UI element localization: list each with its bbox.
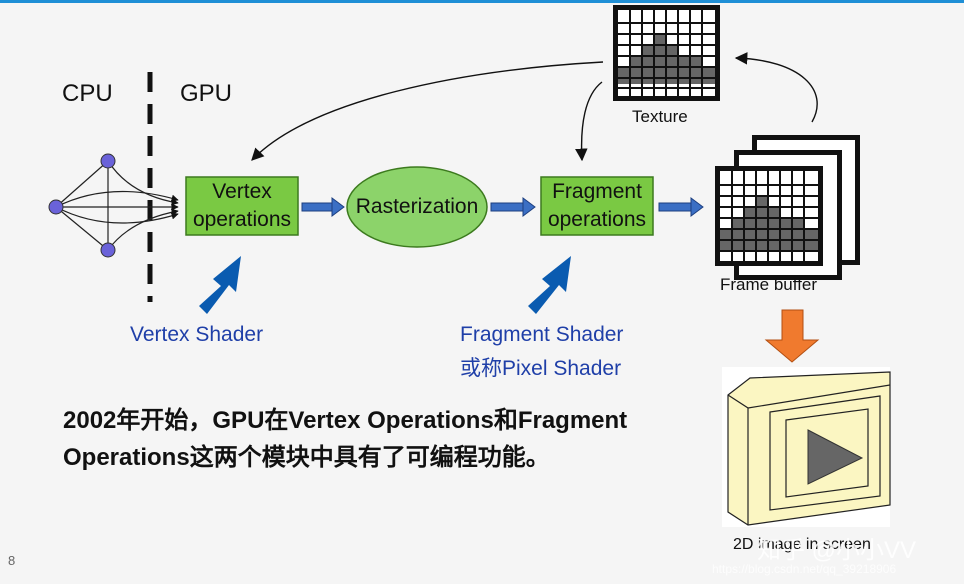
cpu-label: CPU bbox=[62, 80, 113, 107]
fragment-shader-arrow bbox=[528, 256, 571, 314]
rasterization-ellipse bbox=[346, 166, 488, 248]
top-accent-bar bbox=[0, 0, 964, 3]
pixel-shader-label: 或称Pixel Shader bbox=[460, 357, 622, 380]
vertex-shader-arrow bbox=[199, 256, 241, 314]
fragment-shader-label: Fragment Shader bbox=[460, 323, 624, 346]
fragment-operations-label: Fragment operations bbox=[547, 180, 647, 231]
cpu-node-top bbox=[100, 153, 116, 169]
vertex-operations-label: Vertex operations bbox=[192, 180, 292, 231]
description-text: 2002年开始，GPU在Vertex Operations和Fragment O… bbox=[63, 407, 628, 471]
texture-to-fragment-arrow bbox=[575, 81, 603, 162]
texture-caption: Texture bbox=[632, 107, 688, 126]
csdn-watermark: https://blog.csdn.net/qq_39218906 bbox=[712, 562, 897, 576]
cpu-node-left bbox=[48, 199, 64, 215]
page-number: 8 bbox=[8, 553, 16, 568]
frame-buffer-caption: Frame buffer bbox=[720, 275, 818, 294]
vertex-shader-label: Vertex Shader bbox=[130, 323, 264, 346]
flow-arrow-1 bbox=[301, 197, 345, 217]
gpu-label: GPU bbox=[180, 80, 233, 107]
fragment-operations-box bbox=[540, 176, 654, 236]
flow-arrow-3 bbox=[658, 197, 704, 217]
texture-to-vertex-arrow bbox=[251, 61, 604, 161]
output-down-arrow bbox=[764, 309, 820, 363]
cpu-node-bottom bbox=[100, 242, 116, 258]
frame-buffer-stack bbox=[715, 135, 860, 280]
flow-arrow-2 bbox=[490, 197, 536, 217]
cpu-graph bbox=[48, 153, 179, 258]
rasterization-label: Rasterization bbox=[355, 195, 479, 218]
screen-monitor bbox=[722, 367, 891, 527]
screen-caption: 2D image in screen bbox=[733, 536, 871, 553]
framebuffer-to-texture-arrow bbox=[734, 52, 818, 123]
play-triangle bbox=[807, 429, 864, 485]
vertex-operations-box bbox=[185, 176, 299, 236]
texture-grid bbox=[613, 5, 720, 101]
zhihu-watermark: 知乎 @小小VV bbox=[757, 537, 917, 564]
